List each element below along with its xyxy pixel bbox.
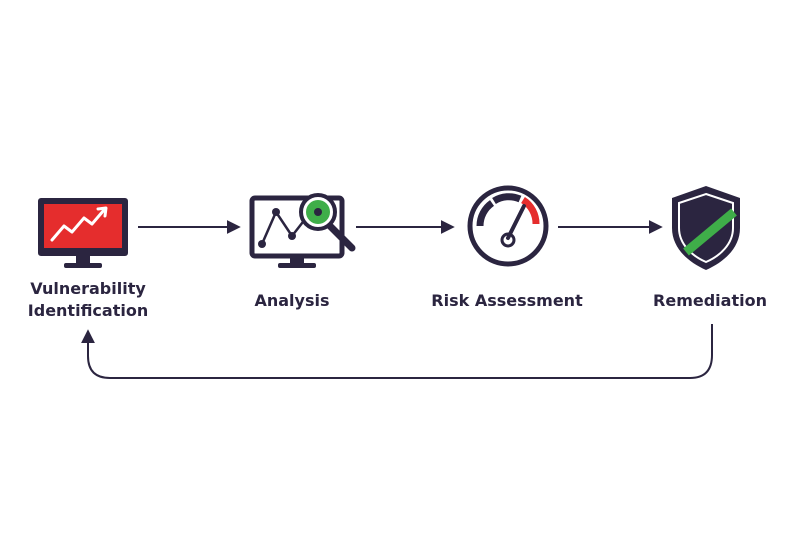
step-label-line: Identification	[27, 301, 149, 320]
step-label-line: Risk Assessment	[431, 291, 583, 310]
gauge-icon	[467, 185, 549, 267]
monitor-magnifier-icon	[249, 193, 356, 268]
step-label-vulnerability-identification: Vulnerability Identification	[23, 278, 153, 322]
step-label-risk-assessment: Risk Assessment	[425, 290, 589, 312]
step-label-line: Analysis	[254, 291, 330, 310]
step-label-line: Vulnerability	[30, 279, 146, 298]
step-label-line: Remediation	[653, 291, 767, 310]
step-label-remediation: Remediation	[642, 290, 778, 312]
step-label-analysis: Analysis	[242, 290, 342, 312]
monitor-trend-icon	[38, 198, 128, 268]
feedback-loop-arrow	[81, 324, 713, 379]
shield-icon	[672, 186, 740, 270]
